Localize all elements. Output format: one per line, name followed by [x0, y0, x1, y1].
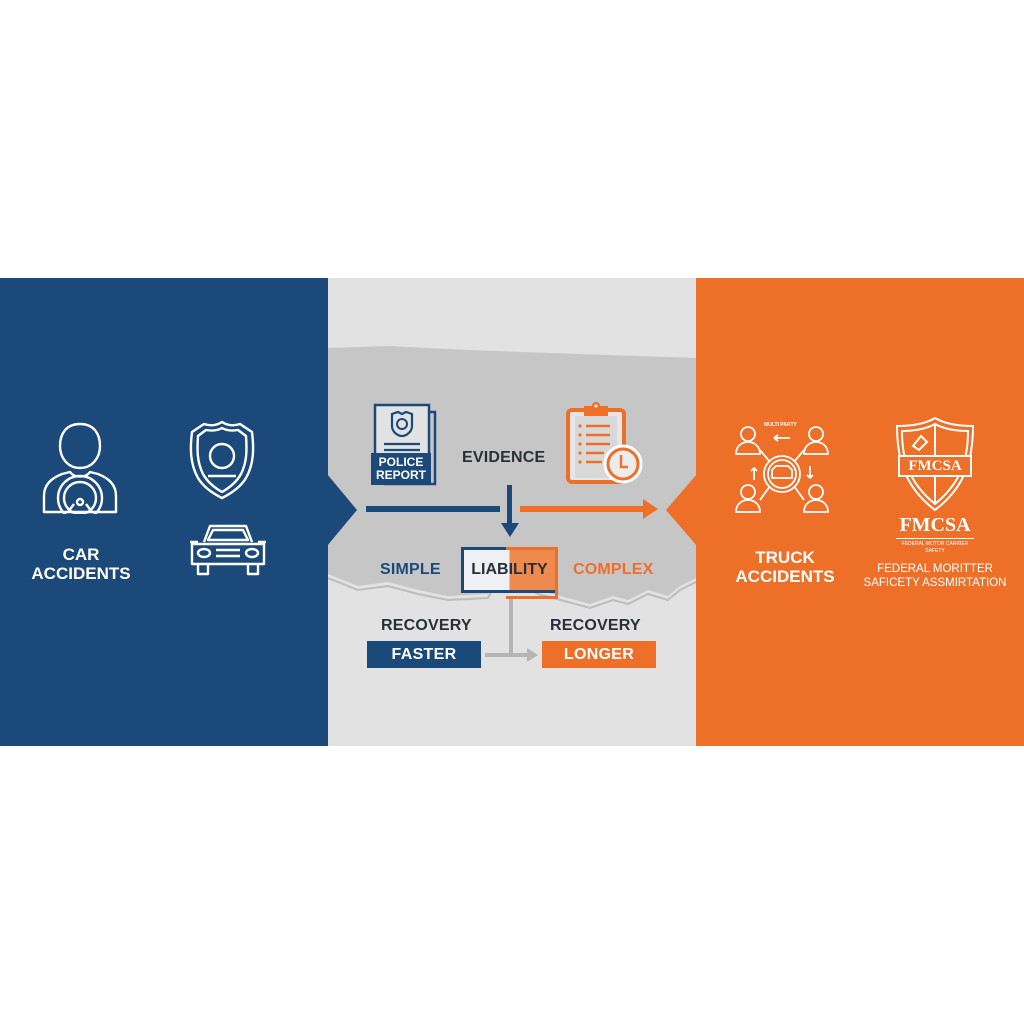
comparison-panel — [328, 278, 696, 746]
fmcsa-caption: FEDERAL MORITTER SAFICETY ASSMIRTATION — [863, 563, 1007, 589]
liability-label: LIABILITY — [471, 561, 548, 578]
gray-connector-vertical — [509, 599, 513, 656]
recovery-faster-badge: FASTER — [367, 641, 481, 668]
state-map-silhouette — [328, 278, 696, 746]
recovery-left-title: RECOVERY — [381, 617, 472, 634]
multi-party-network-icon: MULTI PARTY — [734, 420, 830, 520]
gray-arrow-head-icon — [527, 648, 538, 662]
police-report-label: POLICE REPORT — [371, 453, 431, 485]
recovery-longer-badge: LONGER — [542, 641, 656, 668]
blue-chevron-arrow — [327, 474, 357, 546]
shield-fmcsa-text: FMCSA — [908, 457, 962, 474]
fmcsa-logo-text: FMCSA — [896, 514, 974, 539]
car-vs-truck-accident-banner — [0, 278, 1024, 746]
clipboard-clock-icon — [564, 400, 644, 486]
simple-label: SIMPLE — [380, 561, 441, 578]
complex-label: COMPLEX — [573, 561, 654, 578]
car-front-icon — [188, 522, 268, 576]
recovery-right-title: RECOVERY — [550, 617, 641, 634]
multi-party-caption: MULTI PARTY — [764, 422, 797, 428]
driver-steering-wheel-icon — [40, 422, 120, 514]
down-arrow-icon — [501, 523, 519, 537]
truck-accidents-title: TRUCK ACCIDENTS — [735, 548, 835, 587]
police-badge-icon — [188, 420, 256, 500]
gray-connector-horizontal — [485, 653, 529, 657]
fmcsa-shield-icon: FMCSA — [893, 416, 977, 512]
fmcsa-logo-subtext: FEDERAL MOTOR CARRIER SAFETY — [901, 541, 969, 554]
orange-chevron-arrow — [666, 474, 697, 546]
orange-flow-line — [520, 506, 644, 512]
evidence-label: EVIDENCE — [462, 449, 546, 466]
liability-box: LIABILITY — [461, 547, 558, 599]
blue-flow-line — [366, 506, 500, 512]
blue-down-line — [507, 485, 512, 525]
orange-arrow-head-icon — [643, 499, 658, 519]
car-accidents-title: CAR ACCIDENTS — [31, 545, 131, 584]
